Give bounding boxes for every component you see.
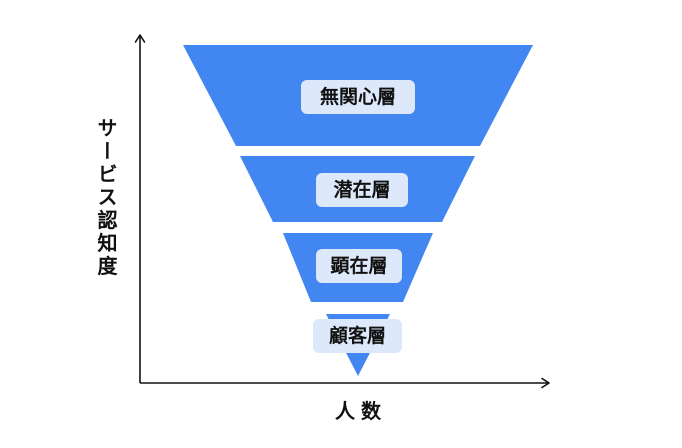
y-axis-title: サービス認知度	[94, 118, 118, 279]
label-box-manifest	[316, 249, 402, 283]
segment-label-unaware: 無関心層	[320, 85, 396, 108]
x-axis-title: 人数	[335, 399, 387, 423]
label-box-customer	[313, 319, 402, 353]
label-box-unaware	[301, 80, 415, 114]
y-axis-arrow-icon	[134, 34, 146, 43]
segment-label-customer: 顧客層	[329, 324, 386, 347]
segment-label-latent: 潜在層	[333, 178, 390, 201]
segment-label-manifest: 顕在層	[330, 254, 387, 277]
label-box-latent	[316, 173, 408, 207]
x-axis-arrow-icon	[541, 377, 550, 389]
